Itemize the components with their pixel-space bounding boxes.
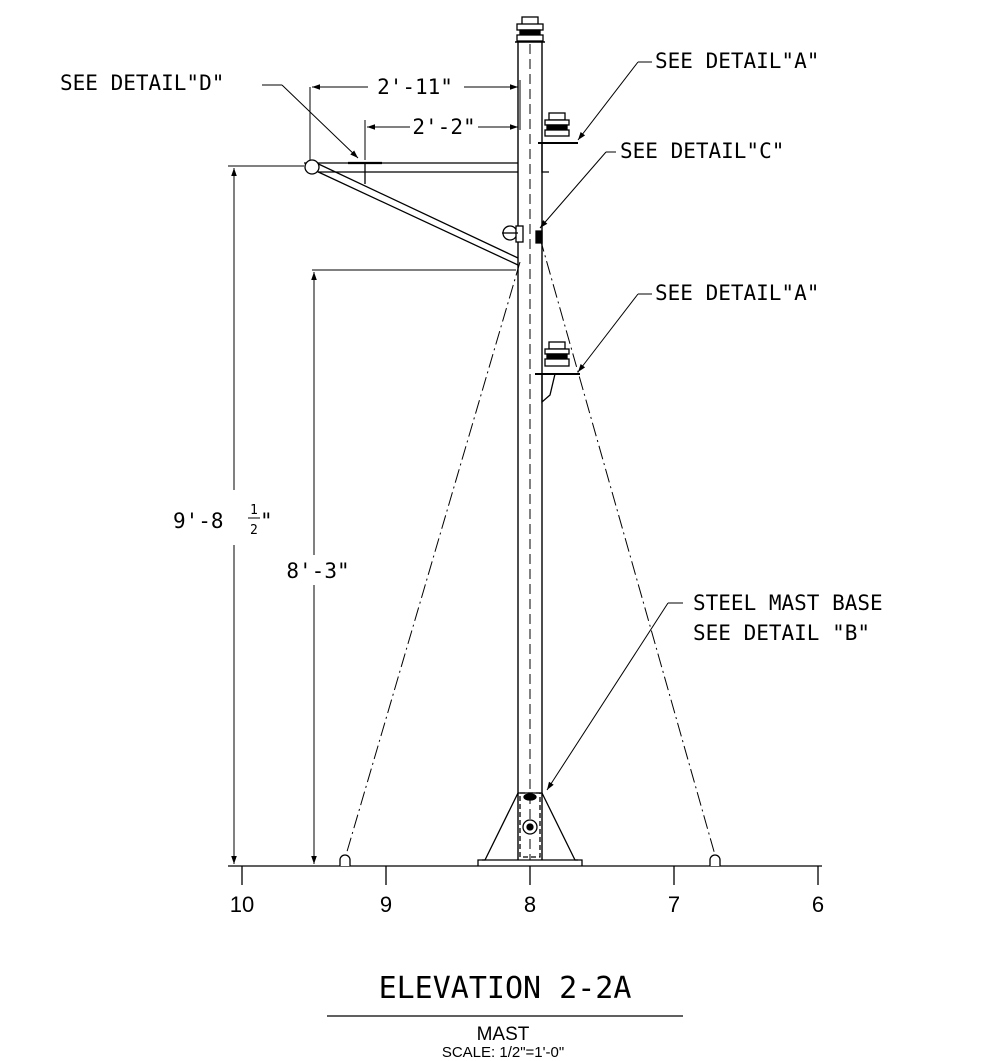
leader-detail-c: [539, 151, 607, 229]
callout-detail-c: SEE DETAIL"C": [620, 139, 784, 163]
guy-wire-left: [345, 261, 521, 856]
station-label-8: 8: [524, 892, 536, 917]
dimension-lines: [228, 80, 521, 864]
dim-height-total-den: 2: [250, 523, 258, 538]
guy-wires: [345, 237, 716, 856]
drawing-scale: SCALE: 1/2"=1'-0": [442, 1044, 564, 1061]
callout-leaders: [262, 61, 683, 791]
dim-height-total-suffix: ": [260, 509, 273, 533]
title-block: ELEVATION 2-2A MAST SCALE: 1/2"=1'-0": [327, 971, 683, 1061]
drawing-title: ELEVATION 2-2A: [379, 971, 632, 1006]
dim-height-total-num: 1: [250, 503, 258, 518]
callout-base-line1: STEEL MAST BASE: [693, 591, 883, 615]
guy-anchor-right: [709, 854, 721, 866]
callout-detail-a-top: SEE DETAIL"A": [655, 49, 819, 73]
guy-anchors: [339, 854, 721, 866]
station-label-6: 6: [812, 892, 824, 917]
station-label-10: 10: [230, 892, 254, 917]
cantilever-arm: [304, 159, 519, 266]
mid-insulator-bracket: [535, 341, 580, 404]
guy-anchor-left: [339, 854, 351, 866]
ground-line-group: [228, 865, 822, 885]
dim-height-total: 9'-8 1 2 ": [173, 503, 273, 538]
dim-arm-inner: 2'-2": [412, 115, 475, 139]
top-insulator: [516, 16, 544, 42]
leader-base: [546, 602, 669, 791]
detail-c-clamp: [502, 225, 543, 244]
upper-insulator-bracket: [538, 112, 578, 173]
station-label-9: 9: [380, 892, 392, 917]
steel-mast-base: [477, 792, 583, 866]
callout-detail-a-mid: SEE DETAIL"A": [655, 281, 819, 305]
callout-detail-d: SEE DETAIL"D": [60, 71, 224, 95]
mast-pole: [515, 41, 545, 860]
callout-base-line2: SEE DETAIL "B": [693, 621, 870, 645]
dim-height-total-whole: 9'-8: [173, 509, 224, 533]
guy-wire-right: [539, 237, 716, 856]
station-label-7: 7: [668, 892, 680, 917]
callout-texts: SEE DETAIL"D" SEE DETAIL"A" SEE DETAIL"C…: [60, 49, 883, 645]
dimension-texts: 2'-11" 2'-2" 9'-8 1 2 " 8'-3": [173, 75, 476, 583]
dim-height-brace: 8'-3": [286, 559, 349, 583]
dim-arm-outer: 2'-11": [377, 75, 453, 99]
station-labels: 10 9 8 7 6: [230, 892, 824, 917]
leader-detail-d: [281, 84, 359, 159]
leader-detail-a-mid: [577, 293, 639, 373]
drawing-subtitle: MAST: [477, 1024, 530, 1045]
leader-detail-a-top: [577, 61, 639, 141]
